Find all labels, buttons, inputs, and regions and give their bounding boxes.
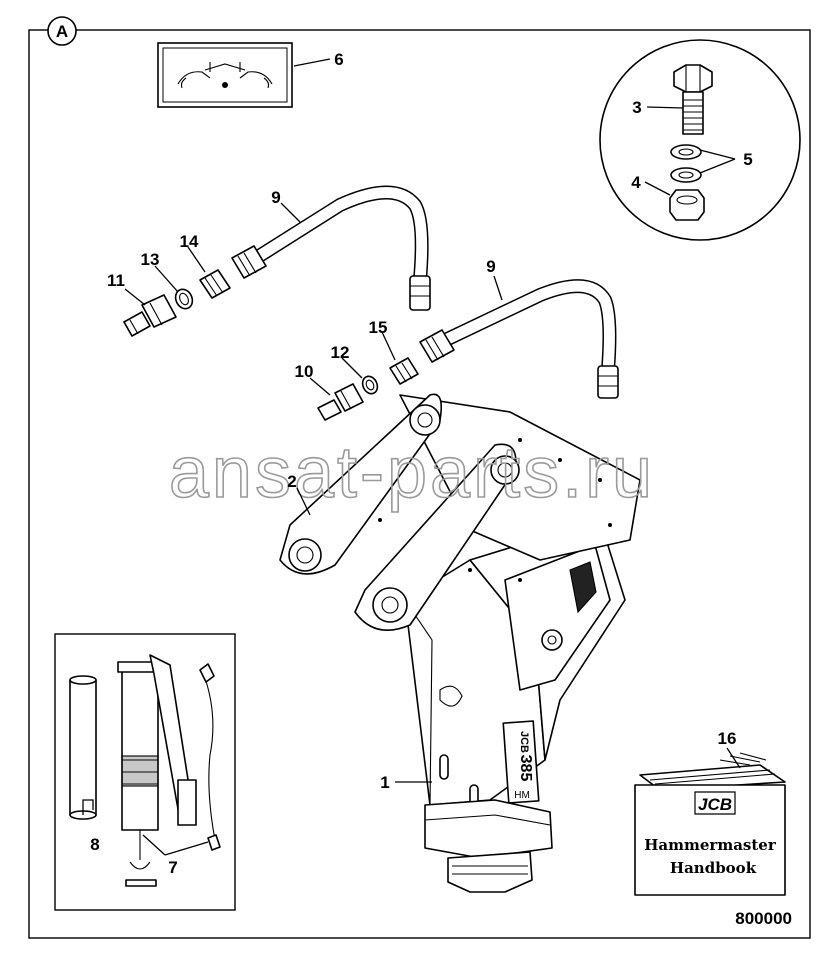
callout-4: 4 [631,173,641,192]
callout-1: 1 [380,773,389,792]
outer-frame [28,29,811,939]
hose-upper [231,185,431,311]
callout-15: 15 [369,318,388,337]
callout-7: 7 [168,858,177,877]
adapter-10 [317,383,364,421]
drawing-reference: 800000 [735,909,792,928]
washer-upper [670,144,702,160]
model-number: 385 [517,755,534,782]
callouts: 6 3 5 4 9 14 13 11 9 15 12 10 2 1 16 8 7 [90,50,752,877]
adapter-11 [123,294,177,337]
grease-gun [117,654,221,887]
callout-6: 6 [334,50,343,69]
detail-circle [599,39,801,241]
hammer-body: JCB 385 HM [404,519,626,893]
handbook: JCB Hammermaster Handbook [634,752,786,896]
o-ring-13 [174,288,194,310]
callout-16: 16 [718,729,737,748]
hose-lower [419,279,619,399]
washer-lower [670,167,702,183]
callout-11: 11 [107,271,125,290]
nut [669,189,705,221]
book-title-line1: Hammermaster [644,836,777,854]
callout-5: 5 [743,150,752,169]
leader-lines [82,58,741,856]
grease-cartridge [69,675,97,820]
hands-pinch-icon [177,62,273,89]
callout-2: 2 [287,472,296,491]
view-label: A [47,16,77,46]
model-badge: JCB 385 HM [502,720,540,804]
warning-decal [157,42,293,108]
fitting-14 [199,269,231,299]
mounting-bracket [279,393,641,632]
watermark: ansat-parts.ru [169,433,655,513]
bolt [673,64,713,135]
model-suffix: HM [514,790,530,801]
callout-12: 12 [331,343,350,362]
callout-8: 8 [90,835,99,854]
book-title-line2: Handbook [670,859,757,877]
book-brand: JCB [698,795,732,814]
svg-text:JCB: JCB [518,731,530,753]
callout-10: 10 [295,362,314,381]
svg-text:A: A [56,22,68,41]
callout-14: 14 [180,232,199,251]
callout-3: 3 [632,98,641,117]
jcb-logo: JCB [694,791,736,815]
callout-13: 13 [141,250,160,269]
callout-9-upper: 9 [271,188,280,207]
callout-9-lower: 9 [486,257,495,276]
o-ring-12 [361,375,379,395]
fitting-15 [389,357,419,385]
